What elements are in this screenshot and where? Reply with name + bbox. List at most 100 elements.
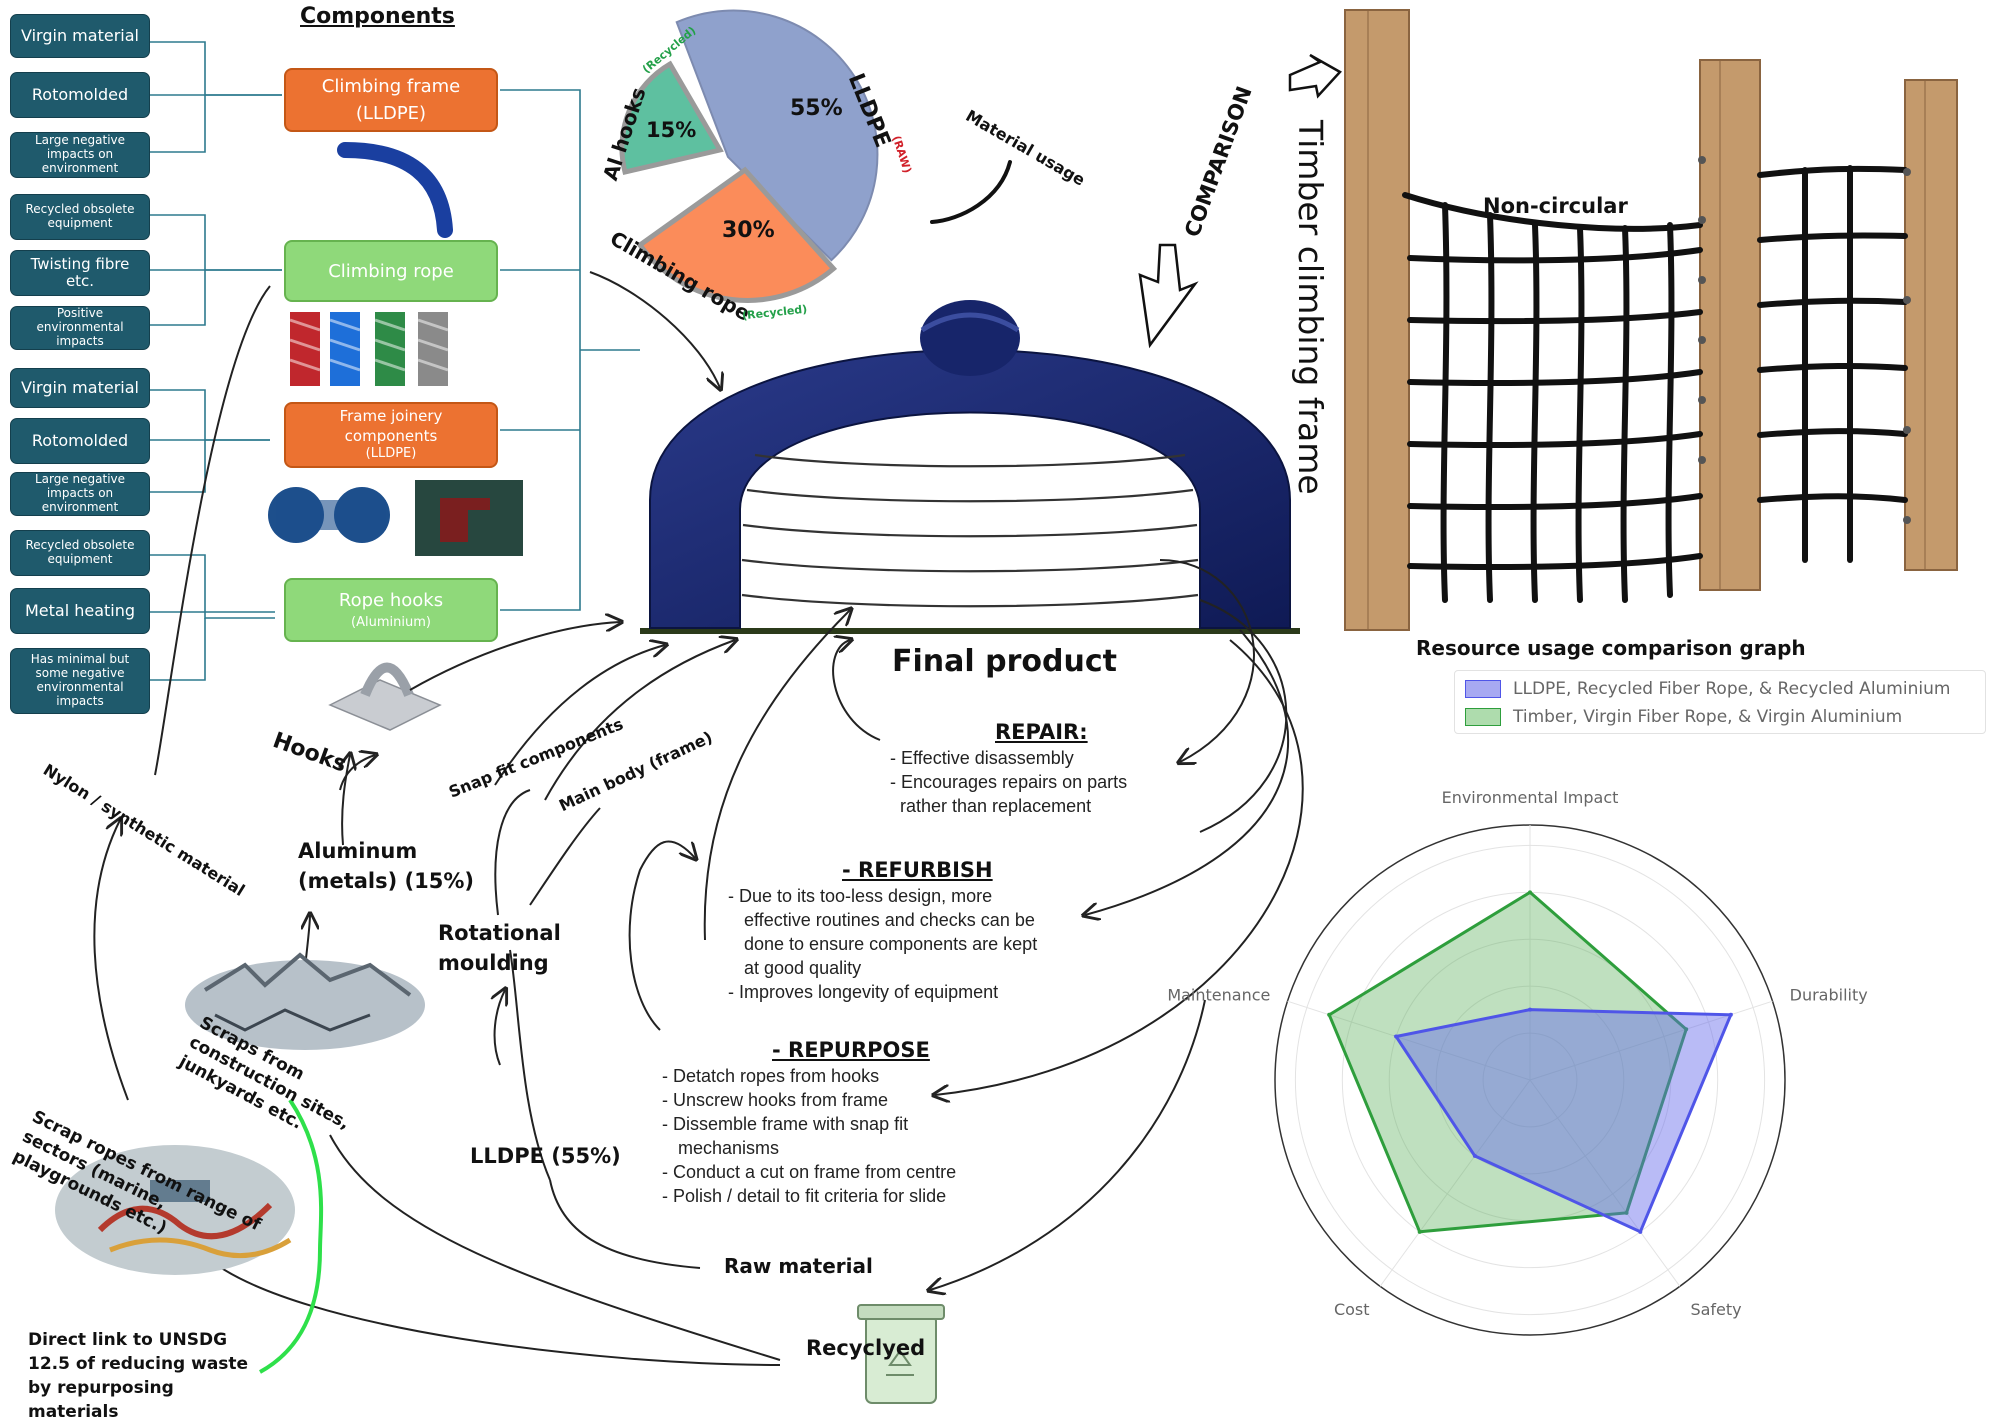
- legend-item-timber: Timber, Virgin Fiber Rope, & Virgin Alum…: [1465, 707, 1902, 727]
- radar-data-point: [1624, 1210, 1629, 1215]
- pie-value-rope: 30%: [722, 218, 775, 243]
- pie-chart: [619, 9, 879, 303]
- aluminum-label: Aluminum (metals) (15%): [298, 839, 474, 893]
- radar-grid-spoke: [1379, 1079, 1531, 1287]
- timber-frame-illustration: [1344, 9, 1958, 631]
- refurbish-item: done to ensure components are kept: [744, 934, 1038, 954]
- radar-axis-label: Cost: [1334, 1300, 1370, 1319]
- refurbish-item: - Improves longevity of equipment: [728, 982, 999, 1002]
- repair-item: rather than replacement: [900, 796, 1092, 816]
- repurpose-title: - REPURPOSE: [772, 1038, 930, 1062]
- component-label: Frame joinery components: [339, 407, 443, 445]
- components-title: Components: [300, 4, 455, 29]
- radar-data-point: [1528, 890, 1532, 895]
- radar-series-polygon: [1393, 1008, 1734, 1234]
- repurpose-item: - Conduct a cut on frame from centre: [662, 1162, 957, 1182]
- legend-item-lldpe: LLDPE, Recycled Fiber Rope, & Recycled A…: [1465, 679, 1950, 699]
- repurpose-item: mechanisms: [678, 1138, 780, 1158]
- radar-legend: LLDPE, Recycled Fiber Rope, & Recycled A…: [1454, 670, 1986, 734]
- rotational-moulding-label: Rotational moulding: [438, 921, 561, 975]
- comparison-arrow-down-icon: [1138, 243, 1199, 349]
- component-material: (Aluminium): [351, 614, 431, 630]
- joinery-components-icon: [268, 480, 523, 556]
- legend-swatch: [1465, 680, 1501, 698]
- lldpe-label: LLDPE (55%): [470, 1144, 621, 1168]
- attr-rotomolded-1: Rotomolded: [10, 72, 150, 118]
- repair-item: - Encourages repairs on parts: [890, 772, 1128, 792]
- legend-swatch: [1465, 708, 1501, 726]
- refurbish-item: at good quality: [744, 958, 862, 978]
- repair-title: REPAIR:: [995, 720, 1088, 744]
- repurpose-item: - Detatch ropes from hooks: [662, 1066, 880, 1086]
- left-brackets: [150, 41, 640, 681]
- radar-series-polygon: [1327, 890, 1688, 1234]
- pie-slice-climbing-rope: [636, 166, 838, 303]
- component-label: Rope hooks: [338, 590, 444, 612]
- rope-samples-icon: [289, 312, 449, 386]
- hook-plate-icon: [328, 662, 442, 731]
- radar-axis-label: Environmental Impact: [1442, 788, 1619, 807]
- repair-list: - Effective disassembly - Encourages rep…: [890, 746, 1127, 818]
- attr-negative-impacts-1: Large negative impacts on environment: [10, 132, 150, 178]
- component-climbing-frame: Climbing frame (LLDPE): [284, 68, 498, 132]
- pie-slice-lldpe: [675, 9, 879, 262]
- scrap-metal-image: [185, 952, 425, 1050]
- attr-virgin-material-2: Virgin material: [10, 368, 150, 408]
- radar-axis-label: Durability: [1790, 986, 1868, 1005]
- radar-data-point: [1528, 1007, 1532, 1012]
- sdg-label: Direct link to UNSDG 12.5 of reducing wa…: [28, 1330, 249, 1422]
- component-climbing-rope: Climbing rope: [284, 240, 498, 302]
- component-material: (LLDPE): [365, 446, 417, 462]
- attr-recycled-equipment-2: Recycled obsolete equipment: [10, 530, 150, 576]
- raw-material-label: Raw material: [724, 1254, 873, 1278]
- flow-connectors: [93, 271, 1304, 1366]
- repair-item: - Effective disassembly: [890, 748, 1074, 768]
- component-material: (LLDPE): [355, 103, 427, 124]
- repurpose-item: - Polish / detail to fit criteria for sl…: [662, 1186, 947, 1206]
- recycle-bin-icon: [857, 1304, 945, 1404]
- radar-title: Resource usage comparison graph: [1416, 636, 1806, 660]
- rope-piece-icon: [337, 142, 453, 238]
- attr-minimal-impacts: Has minimal but some negative environmen…: [10, 648, 150, 714]
- refurbish-item: - Due to its too-less design, more: [728, 886, 993, 906]
- non-circular-label: Non-circular: [1483, 194, 1628, 218]
- refurbish-item: effective routines and checks can be: [744, 910, 1035, 930]
- radar-data-point: [1417, 1229, 1422, 1234]
- refurbish-title: - REFURBISH: [842, 858, 993, 882]
- radar-data-point: [1327, 1012, 1332, 1017]
- arch-product-illustration: [640, 300, 1300, 634]
- repurpose-list: - Detatch ropes from hooks - Unscrew hoo…: [662, 1064, 956, 1208]
- pie-value-lldpe: 55%: [790, 96, 843, 121]
- timber-title: Timber climbing frame: [1291, 120, 1330, 495]
- attr-rotomolded-2: Rotomolded: [10, 418, 150, 464]
- repurpose-item: - Dissemble frame with snap fit: [662, 1114, 909, 1134]
- attr-virgin-material-1: Virgin material: [10, 14, 150, 58]
- radar-data-point: [1472, 1153, 1477, 1158]
- radar-axis-label: Safety: [1690, 1300, 1741, 1319]
- radar-data-point: [1638, 1229, 1643, 1234]
- radar-data-point: [1394, 1034, 1399, 1039]
- repurpose-item: - Unscrew hooks from frame: [662, 1090, 889, 1110]
- attr-recycled-equipment-1: Recycled obsolete equipment: [10, 194, 150, 240]
- component-frame-joinery: Frame joinery components (LLDPE): [284, 402, 498, 468]
- component-label: Climbing frame: [321, 76, 461, 97]
- attr-metal-heating: Metal heating: [10, 588, 150, 634]
- comparison-arrow-up-icon: [1288, 53, 1342, 99]
- attr-twisting-fibre: Twisting fibre etc.: [10, 250, 150, 296]
- legend-label: LLDPE, Recycled Fiber Rope, & Recycled A…: [1513, 679, 1951, 699]
- attr-negative-impacts-2: Large negative impacts on environment: [10, 472, 150, 516]
- scrap-ropes-image: [55, 1145, 295, 1275]
- radar-axis-label: Maintenance: [1167, 986, 1270, 1005]
- recycled-label: Recyclyed: [806, 1336, 926, 1360]
- radar-data-point: [1684, 1027, 1689, 1032]
- legend-label: Timber, Virgin Fiber Rope, & Virgin Alum…: [1513, 707, 1903, 727]
- pie-value-hooks: 15%: [646, 118, 697, 142]
- component-rope-hooks: Rope hooks (Aluminium): [284, 578, 498, 642]
- sdg-link-line: [259, 1098, 324, 1374]
- final-product-title: Final product: [892, 644, 1117, 679]
- radar-data-point: [1728, 1012, 1733, 1017]
- pie-slice-al-hooks: [619, 60, 724, 175]
